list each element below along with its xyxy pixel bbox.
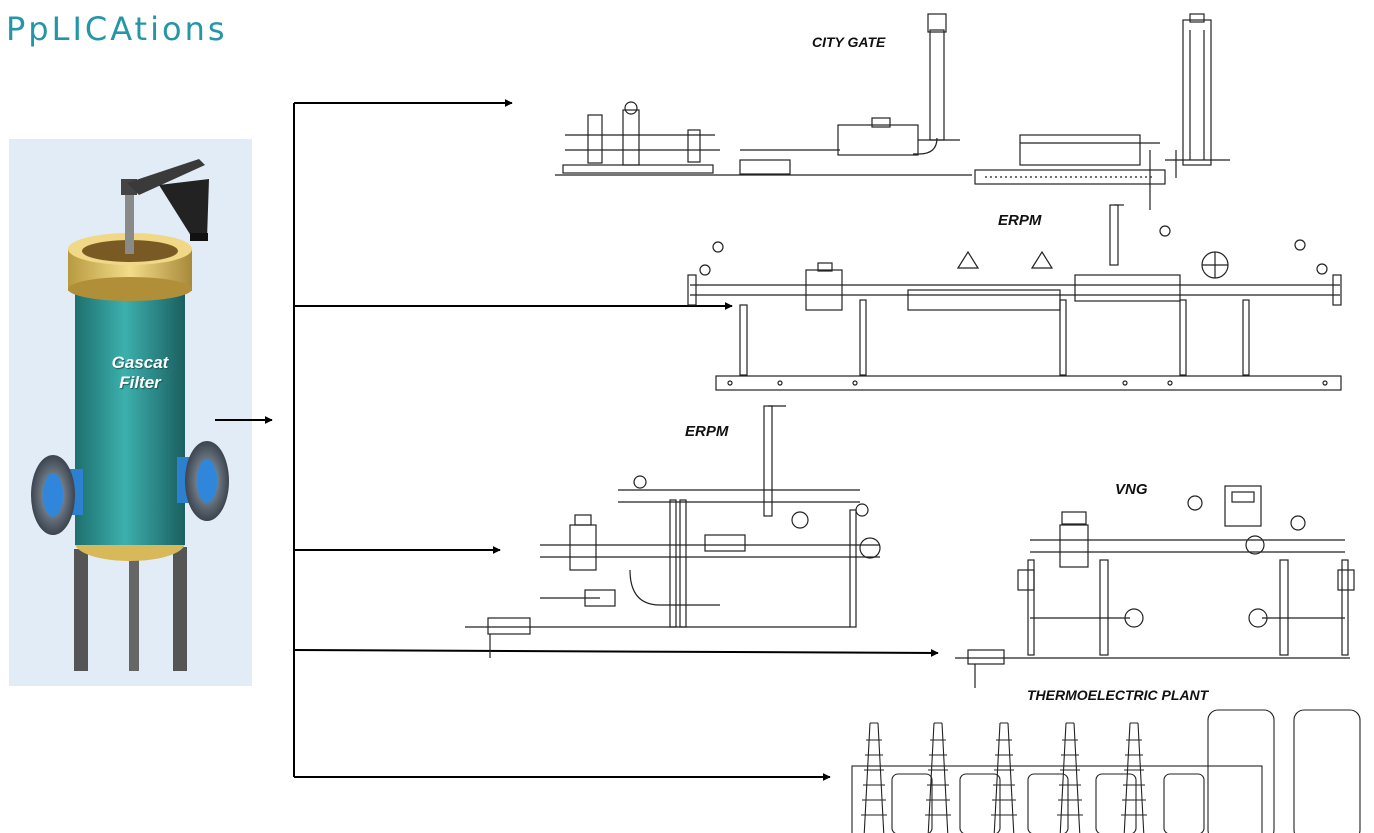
erpm-upper-diagram-icon <box>687 204 1342 391</box>
filter-label: Gascat Filter <box>75 353 205 393</box>
filter-label-line2: Filter <box>119 373 161 392</box>
filter-panel: Gascat Filter <box>9 139 252 686</box>
chimney-icon <box>861 722 1147 833</box>
page-title: PpLICAtions <box>6 10 228 48</box>
filter-vessel-icon <box>31 159 229 671</box>
filter-label-line1: Gascat <box>111 353 169 372</box>
label-vng: VNG <box>1115 481 1148 498</box>
label-erpm-upper: ERPM <box>998 212 1042 229</box>
arrow-vng <box>293 648 939 657</box>
city-gate-diagram-icon <box>555 13 1230 210</box>
thermoelectric-plant-diagram-icon <box>851 709 1361 833</box>
label-city-gate: CITY GATE <box>812 34 886 50</box>
vng-diagram-icon <box>955 485 1355 688</box>
label-thermoelectric-plant: THERMOELECTRIC PLANT <box>1027 687 1209 703</box>
erpm-lower-diagram-icon <box>465 405 881 658</box>
label-erpm-lower: ERPM <box>685 423 729 440</box>
